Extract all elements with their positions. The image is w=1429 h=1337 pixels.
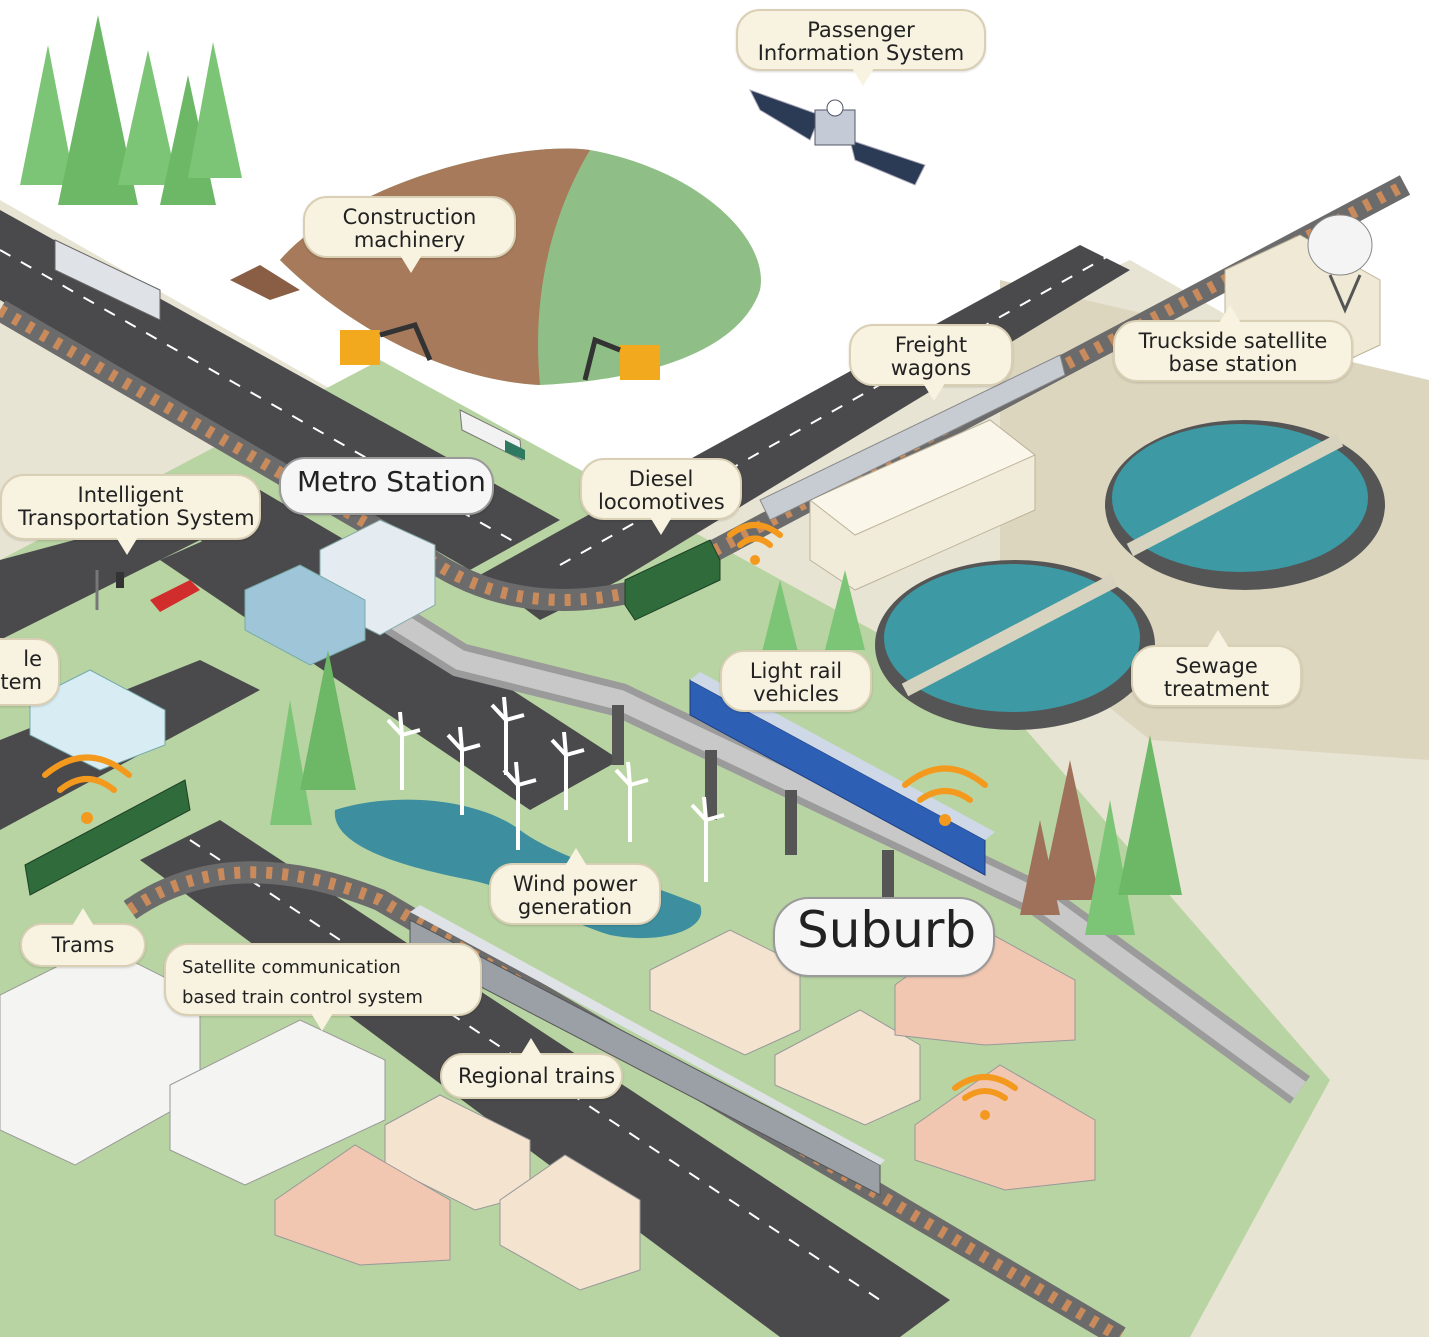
callout-line: Regional trains [458, 1064, 616, 1088]
traffic-light-icon [95, 570, 124, 610]
callout-diesel-locomotives: Diesel locomotives [580, 458, 742, 535]
callout-truckside-satellite-base-station: Truckside satellite base station [1113, 305, 1353, 382]
callout-line: treatment [1163, 677, 1270, 701]
callout-intelligent-transportation-system: Intelligent Transportation System [0, 474, 261, 555]
factory [809, 419, 1036, 591]
callout-line: vehicles [753, 682, 839, 706]
callout-trams: Trams [20, 908, 146, 967]
metro-station-building [244, 519, 436, 666]
callout-tail [650, 517, 672, 535]
car [150, 580, 200, 612]
wifi-icon-dots [81, 555, 990, 1120]
callout-line: Satellite communication [182, 957, 401, 978]
hill [230, 148, 761, 385]
callout-tail [116, 537, 138, 555]
callout-line: Diesel [628, 467, 694, 491]
viaduct [370, 595, 1311, 1104]
callout-tail [852, 68, 874, 86]
callout-line: le [23, 647, 42, 671]
callout-line: Information System [757, 41, 965, 65]
callout-line: Passenger [807, 18, 915, 42]
callout-metro-station: Metro Station [279, 457, 494, 515]
tram [24, 779, 191, 896]
wifi-icon [42, 522, 1018, 1101]
callout-freight-wagons: Freight wagons [849, 324, 1013, 401]
callout-line: stem [0, 670, 42, 694]
callout-tail [1219, 305, 1241, 323]
callout-line: Suburb [797, 901, 977, 959]
regional-train [409, 905, 885, 1196]
callout-regional-trains: Regional trains [440, 1038, 623, 1099]
callout-construction-machinery: Construction machinery [303, 196, 516, 273]
callout-line: locomotives [598, 490, 725, 514]
callout-tail [72, 908, 94, 926]
callout-suburb: Suburb [773, 897, 995, 977]
callout-line: wagons [890, 356, 972, 380]
office-buildings [0, 669, 386, 1186]
truck [459, 409, 525, 461]
freight-train [759, 354, 1066, 521]
callout-satellite-communication: Satellite communication based train cont… [164, 943, 482, 1031]
callout-line: Intelligent [77, 483, 184, 507]
excavator-icon [340, 321, 660, 381]
callout-sewage-treatment: Sewage treatment [1131, 630, 1302, 707]
callout-partial-left: le stem [0, 638, 60, 706]
wind-turbine-icon [386, 696, 725, 882]
callout-line: Trams [51, 933, 115, 957]
callout-tail [311, 1013, 333, 1031]
callout-line: generation [517, 895, 633, 919]
sewage-plant [875, 420, 1385, 730]
callout-line: based train control system [182, 987, 423, 1008]
callout-line: Wind power [512, 872, 638, 896]
callout-line: Light rail [749, 659, 843, 683]
callout-line: Freight [894, 333, 968, 357]
callout-line: base station [1168, 352, 1298, 376]
callout-line: Transportation System [18, 506, 255, 530]
callout-tail [565, 848, 587, 866]
callout-line: Truckside satellite [1138, 329, 1328, 353]
callout-line: Construction [342, 205, 477, 229]
callout-line: Metro Station [297, 465, 486, 498]
diesel-locomotive [624, 539, 721, 621]
tree-icon [270, 570, 1182, 935]
bus [54, 239, 161, 321]
satellite-icon [748, 89, 926, 186]
callout-tail [520, 1038, 542, 1056]
callout-line: machinery [353, 228, 466, 252]
callout-line: Sewage [1175, 654, 1258, 678]
callout-tail [923, 383, 945, 401]
callout-wind-power-generation: Wind power generation [489, 848, 661, 925]
callout-tail [400, 255, 422, 273]
tree-icon [20, 15, 242, 205]
callout-passenger-information-system: Passenger Information System [736, 9, 986, 86]
rail-tracks [0, 175, 1411, 1337]
callout-tail [1207, 630, 1229, 648]
callout-light-rail-vehicles: Light rail vehicles [720, 650, 872, 712]
